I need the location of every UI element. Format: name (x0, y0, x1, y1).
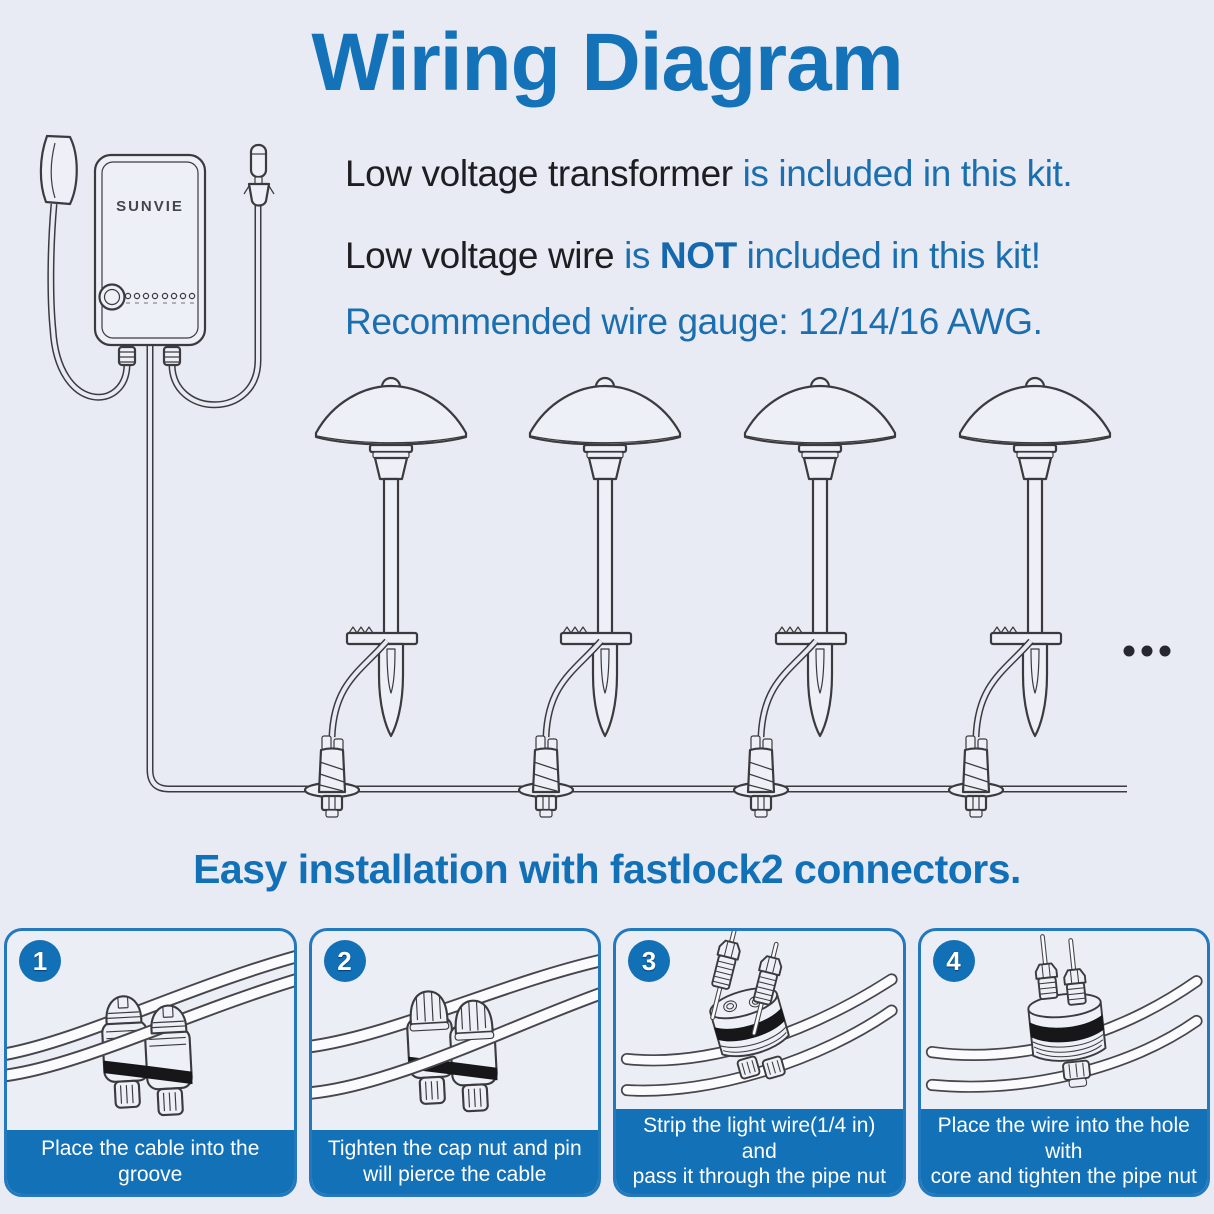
step-card-2: 2 (308, 928, 601, 1197)
fastlock-connector-icon (7, 950, 294, 1117)
note-wire-gauge: Recommended wire gauge: 12/14/16 AWG. (345, 301, 1043, 342)
transformer-brand: SUNVIE (116, 198, 184, 215)
main-wire (146, 345, 1127, 793)
step-card-1: 1 (4, 928, 297, 1197)
step3-caption: Strip the light wire(1/4 in) and pass it… (616, 1109, 903, 1194)
step4-illustration (921, 931, 1208, 1109)
transformer-led-row (124, 292, 196, 304)
step1-caption: Place the cable into the groove (7, 1130, 294, 1194)
page-title: Wiring Diagram (311, 17, 903, 108)
step-card-4: 4 (917, 928, 1210, 1197)
step2-illustration (311, 931, 598, 1130)
fastlock-connector-icon (620, 931, 898, 1097)
light-sensor-icon (243, 143, 275, 207)
step3-illustration (616, 931, 903, 1109)
step-number-badge: 2 (323, 940, 366, 982)
installation-steps: 1 (4, 928, 1210, 1197)
fastlock-connector-icon (311, 954, 598, 1113)
note-transformer-included: Low voltage transformer is included in t… (345, 153, 1073, 195)
ellipsis-icon (1123, 645, 1171, 657)
note-wire-not-included: Low voltage wire is NOT included in this… (345, 235, 1041, 277)
note2-not-emphasis: NOT (659, 235, 737, 276)
installation-subheading: Easy installation with fastlock2 connect… (193, 846, 1021, 892)
note1-blue-text: is included in this kit. (732, 153, 1073, 194)
path-light-icon (519, 378, 680, 817)
power-cord (47, 203, 131, 401)
step-number-badge: 4 (932, 940, 975, 982)
path-light-icon (305, 378, 466, 817)
step-number-badge: 3 (628, 940, 670, 982)
transformer-icon: SUNVIE (93, 153, 207, 367)
sensor-cord (168, 205, 262, 409)
wiring-diagram-illustration: SUNVIE (39, 134, 1171, 928)
note2-blue-text-b: included in this kit! (736, 235, 1041, 276)
step4-caption: Place the wire into the hole with core a… (920, 1109, 1207, 1194)
step-card-3: 3 (613, 928, 906, 1197)
step-number-badge: 1 (19, 940, 61, 982)
note2-blue-text-a: is (614, 235, 660, 276)
step2-caption: Tighten the cap nut and pin will pierce … (311, 1130, 598, 1194)
step1-illustration (7, 931, 294, 1130)
path-light-icon (949, 378, 1110, 817)
note2-dark-text: Low voltage wire (345, 235, 615, 276)
note1-dark-text: Low voltage transformer (345, 153, 733, 194)
wall-plug-icon (39, 134, 78, 206)
path-light-icon (734, 378, 895, 817)
fastlock-connector-icon (925, 934, 1203, 1093)
